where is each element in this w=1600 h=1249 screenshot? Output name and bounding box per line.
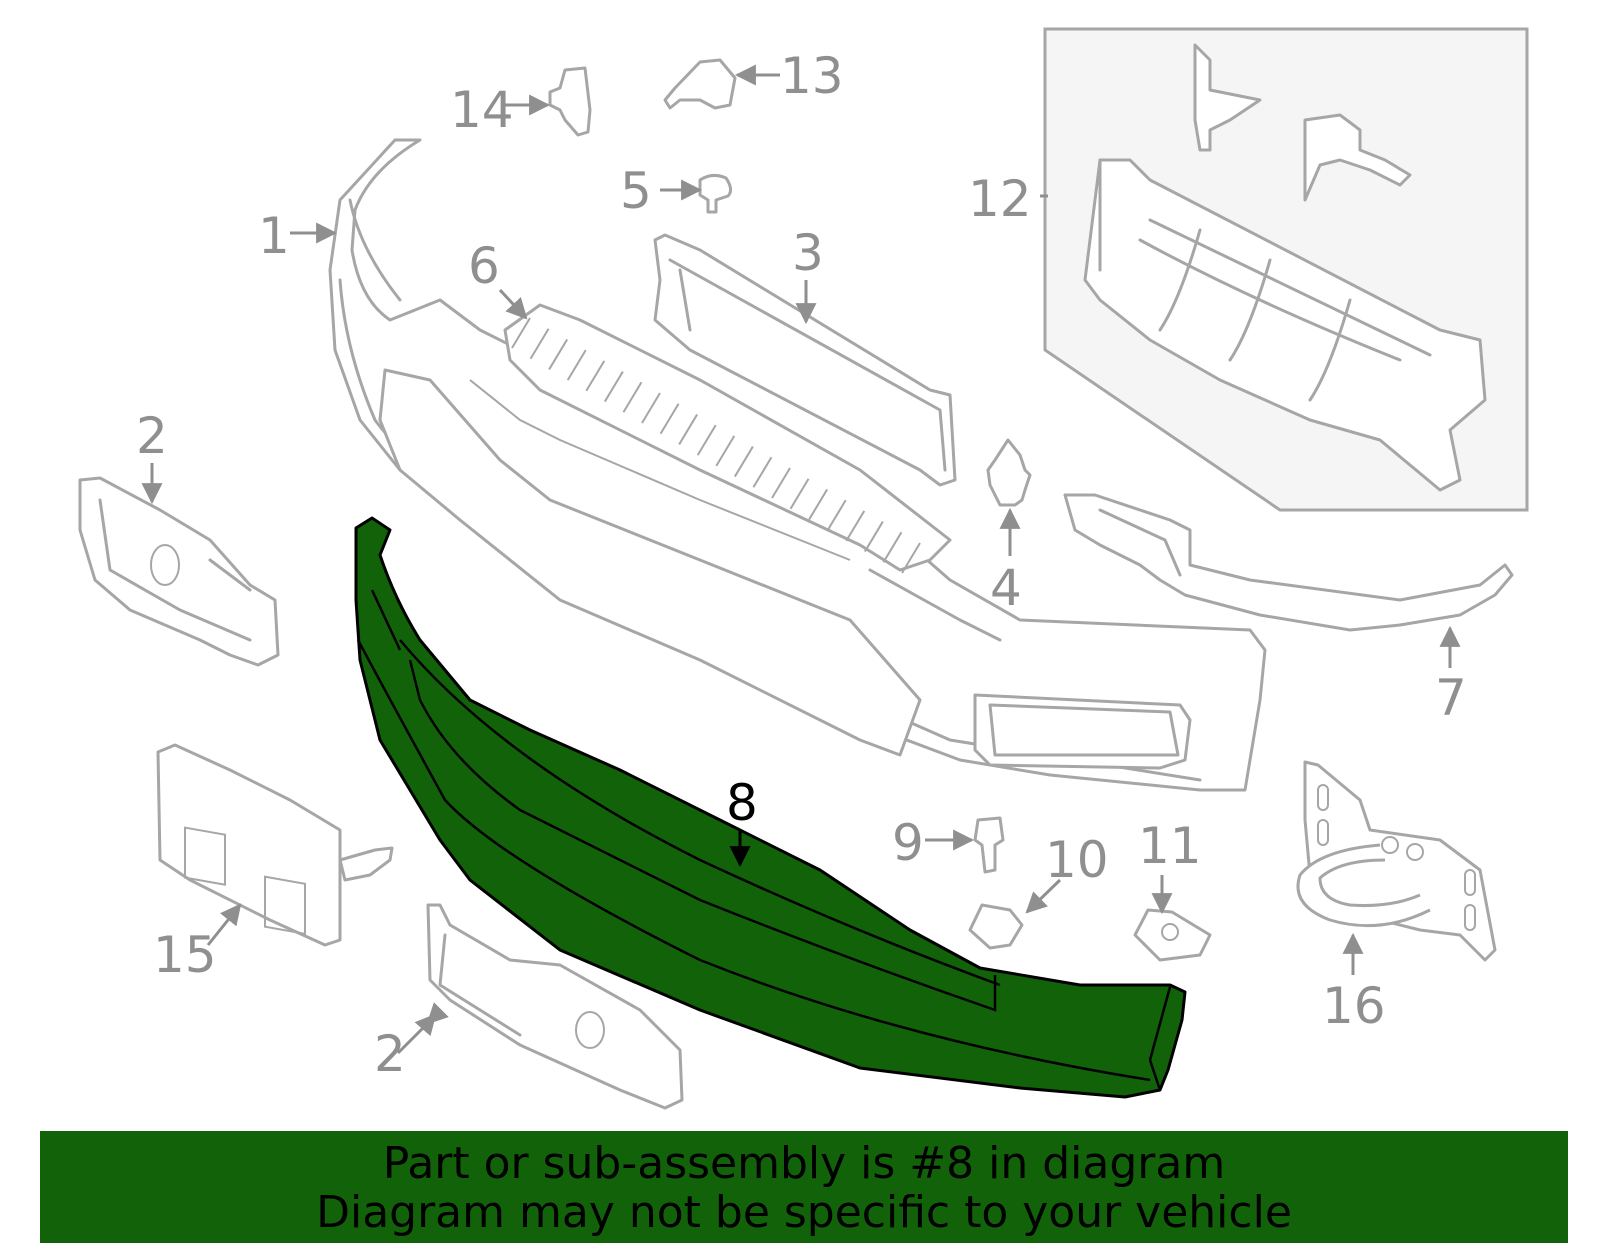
trim-slat	[808, 488, 829, 520]
part-12-assembly-box	[1043, 27, 1529, 512]
trim-slat	[715, 435, 736, 467]
label-6: 6	[468, 237, 500, 295]
label-2-left: 2	[136, 407, 168, 465]
trim-slat	[863, 521, 884, 553]
label-15: 15	[153, 926, 217, 984]
trim-slat	[511, 317, 531, 349]
trim-slat	[901, 542, 921, 574]
trim-slat	[696, 424, 717, 456]
label-3: 3	[792, 224, 824, 282]
part-7-side-bracket	[1063, 493, 1514, 632]
part-16-tow-hook	[1296, 760, 1497, 962]
trim-slat	[641, 392, 661, 424]
leader-arrows	[141, 64, 1461, 1055]
part-15-license-bracket	[156, 743, 394, 947]
trim-slat	[659, 403, 680, 435]
trim-slat	[678, 413, 699, 445]
trim-slat	[603, 371, 624, 403]
label-14: 14	[450, 81, 514, 139]
label-8: 8	[726, 774, 758, 832]
part-2-lower-bracket	[426, 903, 684, 1110]
label-12: 12	[968, 170, 1032, 228]
part-10-nut	[968, 903, 1024, 950]
trim-slat	[789, 478, 810, 510]
part-5-clip	[698, 173, 733, 214]
label-2-lower: 2	[374, 1025, 406, 1083]
trim-slat	[882, 531, 903, 563]
label-10: 10	[1045, 831, 1109, 889]
label-4: 4	[990, 559, 1022, 617]
part-4-push-pin	[986, 438, 1032, 507]
part-9-bolt	[973, 816, 1005, 874]
trim-slat	[733, 446, 754, 478]
label-9: 9	[892, 814, 924, 872]
trim-slat	[752, 456, 773, 488]
part-11-clip	[1133, 908, 1212, 962]
trim-slat	[845, 510, 866, 542]
label-16: 16	[1322, 977, 1386, 1035]
callout-labels: 1 2 2 3 4 5 6 7 8 9 10 11 12 13 14 15 16	[136, 47, 1467, 1083]
trim-slat	[771, 467, 791, 499]
label-5: 5	[620, 162, 652, 220]
label-11: 11	[1138, 817, 1202, 875]
label-1: 1	[258, 207, 290, 265]
part-13-bolt	[663, 58, 737, 110]
part-3-reinforcement	[653, 233, 957, 487]
part-1-front-bumper	[328, 138, 1267, 792]
label-13: 13	[780, 47, 844, 105]
label-7: 7	[1435, 669, 1467, 727]
caption-line-1: Part or sub-assembly is #8 in diagram	[382, 1138, 1226, 1189]
trim-slat	[529, 328, 550, 360]
trim-slat	[566, 349, 587, 381]
caption-banner: Part or sub-assembly is #8 in diagram Di…	[40, 1131, 1568, 1243]
trim-slat	[826, 499, 847, 531]
trim-slat	[622, 381, 643, 413]
part-8-lower-valance	[354, 516, 1187, 1099]
caption-line-2: Diagram may not be specific to your vehi…	[316, 1187, 1292, 1238]
trim-slat	[548, 338, 569, 370]
trim-slat	[585, 360, 606, 392]
part-6-upper-trim	[503, 303, 952, 574]
part-14-clip	[548, 66, 592, 137]
part-2-left-bracket	[78, 476, 280, 667]
